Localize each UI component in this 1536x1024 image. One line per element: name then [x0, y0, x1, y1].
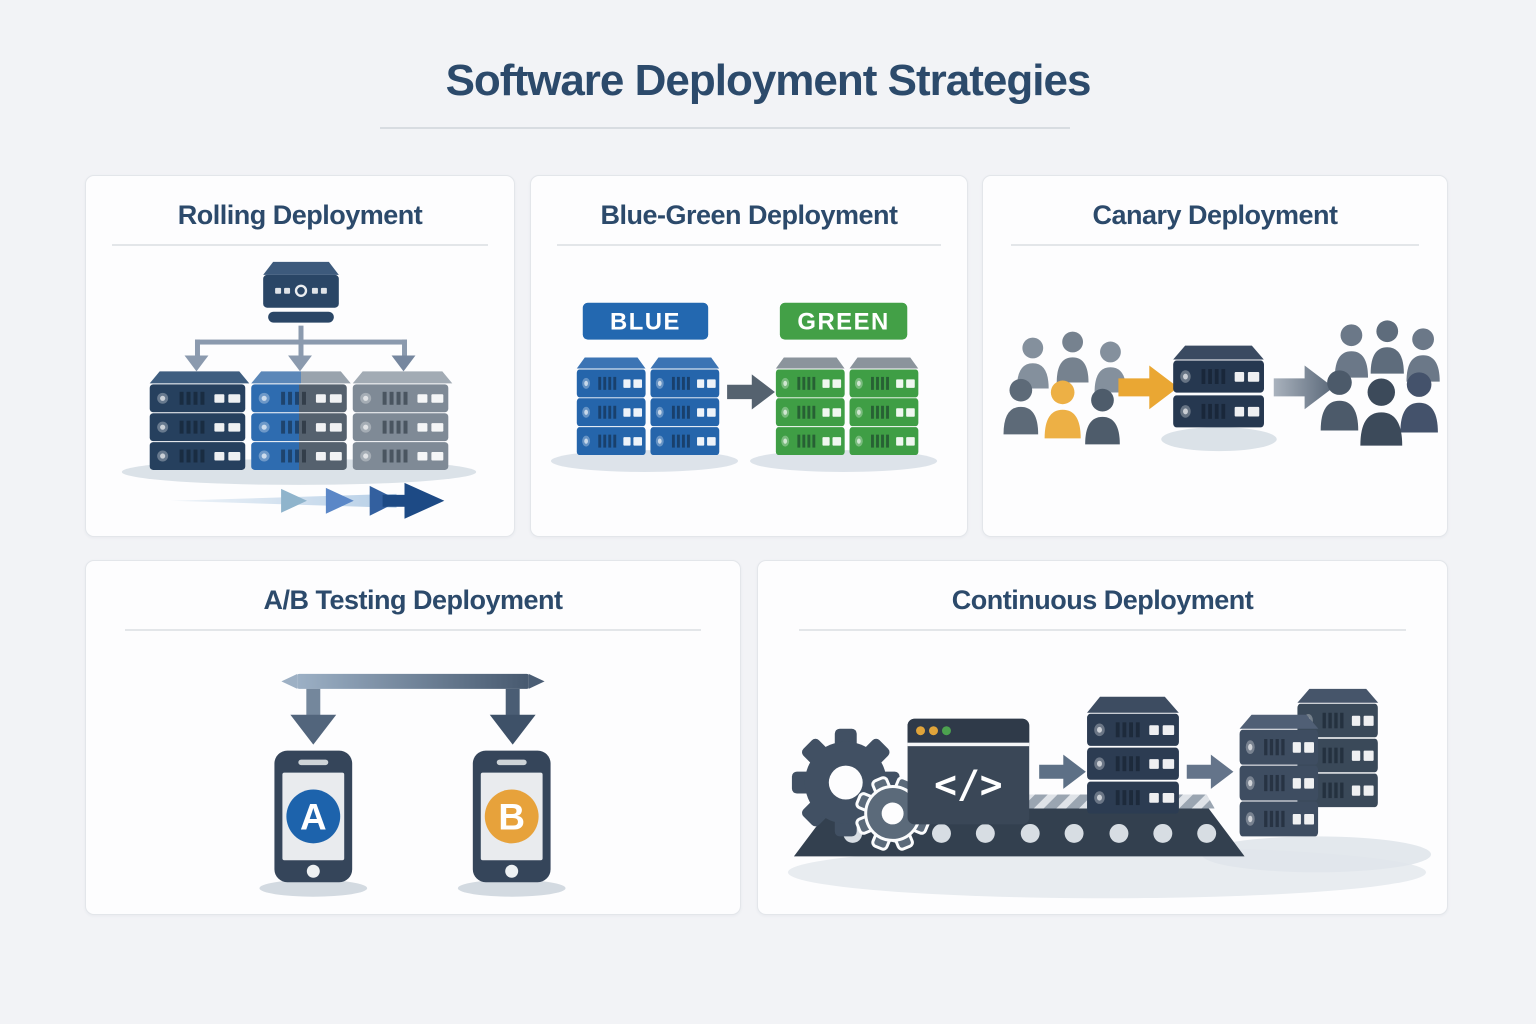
load-balancer-icon — [263, 261, 339, 323]
card-title-divider — [125, 629, 701, 631]
blue-green-deployment-diagram: BLUE GREEN — [550, 302, 938, 472]
split-arrow-icon — [281, 673, 545, 745]
blue-label: BLUE — [610, 309, 681, 336]
pipeline-arrow-icon — [1039, 754, 1086, 789]
fanout-arrows-icon — [184, 325, 416, 372]
card-title: Rolling Deployment — [177, 200, 423, 230]
server-stack-updating-icon — [251, 371, 351, 470]
card-title-divider — [111, 244, 489, 246]
card-continuous-deployment: Continuous Deployment — [757, 560, 1448, 915]
code-window-icon: </> — [907, 718, 1030, 825]
ground-shadow — [457, 879, 566, 897]
switch-arrow-icon — [727, 374, 775, 410]
blue-environment-badge: BLUE — [582, 302, 709, 340]
card-title: A/B Testing Deployment — [263, 585, 563, 615]
pipeline-arrow-icon — [1186, 754, 1234, 789]
card-ab-testing-deployment: A/B Testing Deployment A — [85, 560, 741, 915]
green-label: GREEN — [797, 309, 889, 336]
green-server-stacks-icon — [775, 357, 919, 456]
server-stack-new-icon — [352, 371, 453, 470]
card-rolling-deployment: Rolling Deployment — [85, 175, 515, 537]
blue-server-stacks-icon — [576, 357, 720, 456]
card-title-divider — [557, 244, 941, 246]
card-title-divider — [1010, 244, 1420, 246]
code-glyph-label: </> — [934, 763, 1002, 807]
card-title: Canary Deployment — [1092, 200, 1338, 230]
ground-shadow — [749, 450, 938, 472]
card-title: Continuous Deployment — [951, 585, 1254, 615]
user-group-canary-icon — [1003, 331, 1127, 445]
phone-variant-a-icon: A — [274, 750, 353, 883]
canary-server-icon — [1173, 345, 1264, 428]
variant-b-label: B — [498, 796, 525, 837]
green-environment-badge: GREEN — [779, 302, 908, 340]
production-towers-icon — [1239, 688, 1379, 837]
ground-shadow — [550, 450, 739, 472]
title-divider — [380, 127, 1070, 129]
ground-shadow — [1201, 836, 1432, 873]
variant-a-label: A — [300, 796, 327, 837]
ground-shadow — [259, 879, 368, 897]
continuous-deployment-diagram: </> — [787, 688, 1432, 899]
card-blue-green-deployment: Blue-Green Deployment BLUE GREEN — [530, 175, 968, 537]
card-canary-deployment: Canary Deployment — [982, 175, 1448, 537]
pipeline-server-stack-icon — [1087, 696, 1179, 814]
canary-deployment-diagram — [1003, 320, 1440, 452]
ground-shadow — [1161, 427, 1277, 452]
server-stack-old-icon — [149, 371, 250, 470]
card-title-divider — [799, 629, 1406, 631]
canary-traffic-arrow-icon — [1118, 365, 1179, 410]
user-group-all-icon — [1320, 320, 1440, 446]
ab-testing-diagram: A B — [259, 673, 566, 897]
phone-variant-b-icon: B — [472, 750, 551, 883]
page-title: Software Deployment Strategies — [445, 56, 1092, 105]
rolling-deployment-diagram — [121, 261, 477, 519]
card-title: Blue-Green Deployment — [600, 200, 898, 230]
rolling-progress-arrow-icon — [170, 482, 445, 519]
rollout-arrow-icon — [1273, 365, 1334, 410]
